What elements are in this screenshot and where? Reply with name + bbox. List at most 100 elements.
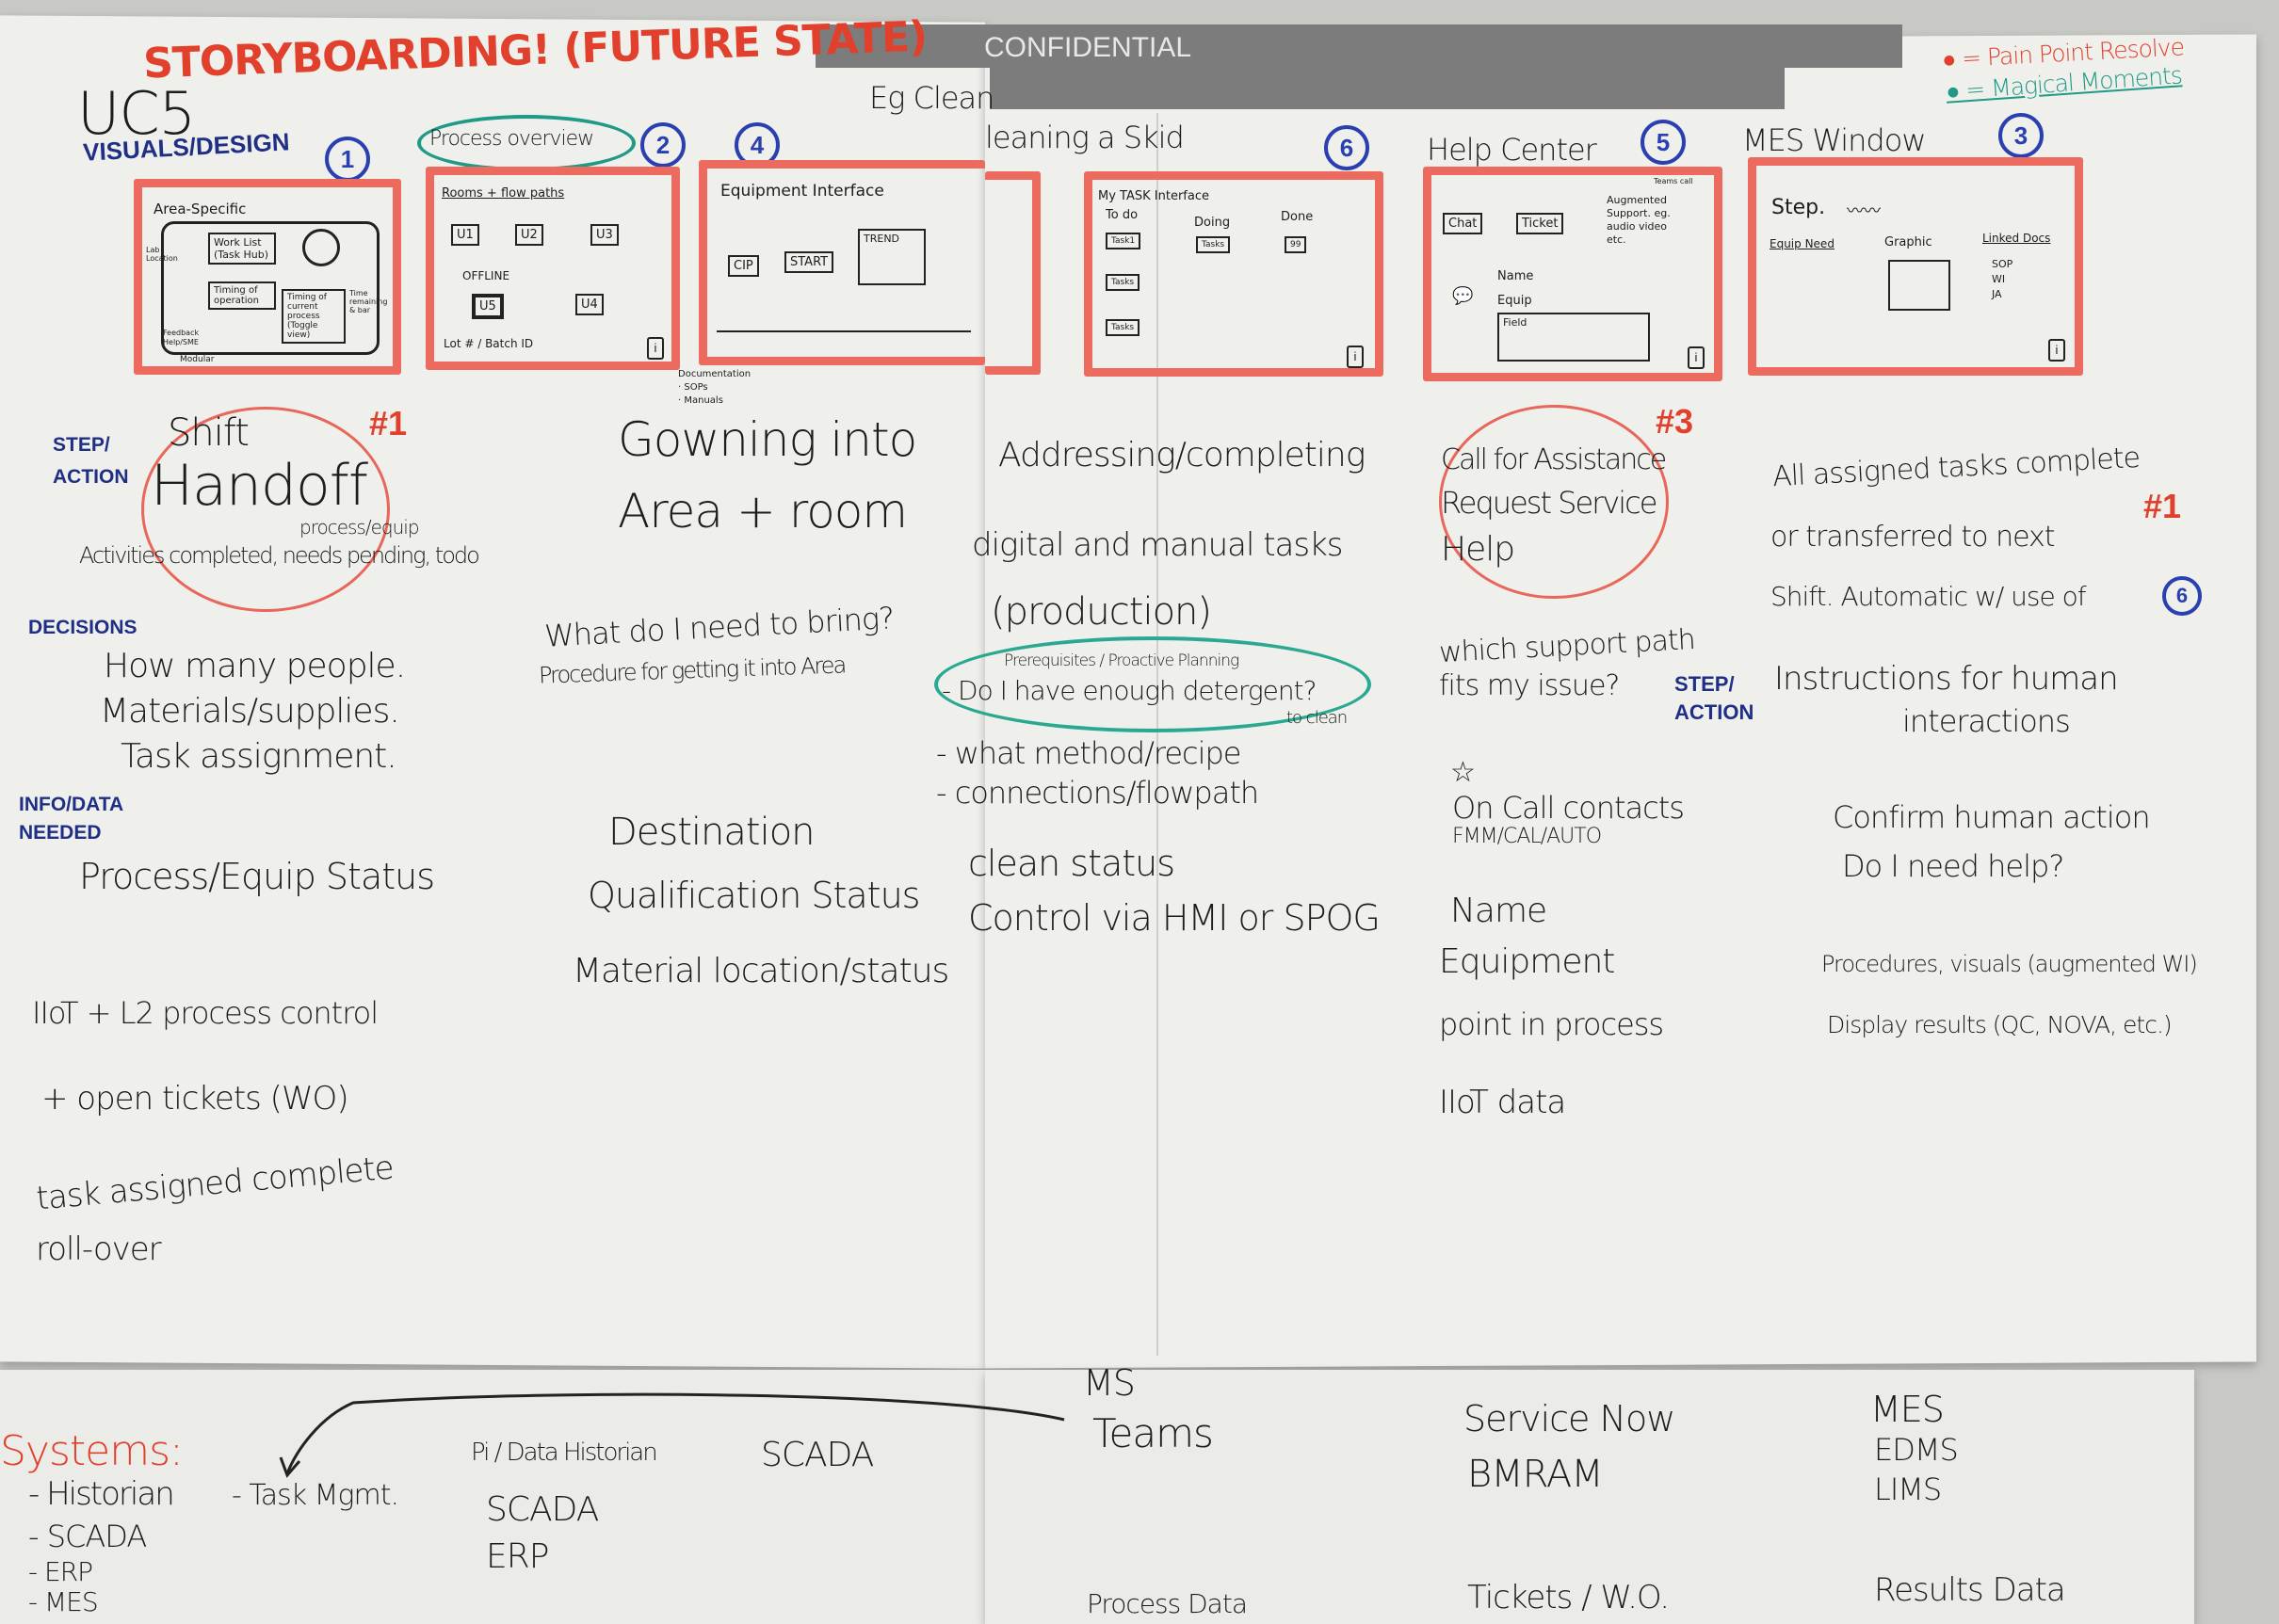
graphic-placeholder xyxy=(1888,260,1950,311)
frame-label: Doing xyxy=(1194,216,1231,230)
info-item: Process/Equip Status xyxy=(79,856,435,897)
frame-label: Teams call xyxy=(1654,177,1693,185)
frame-label: JA xyxy=(1992,288,2002,300)
system-item: SCADA xyxy=(761,1436,874,1474)
info-icon[interactable]: i xyxy=(2048,339,2065,362)
frame-label: Timing of current process (Toggle view) xyxy=(282,289,346,344)
priority-badge: #1 xyxy=(2143,487,2182,525)
system-item: MES xyxy=(1870,1389,1945,1430)
frame-label: Rooms + flow paths xyxy=(442,186,565,201)
frame-label: Name xyxy=(1497,269,1534,283)
decision-note: Prerequisites / Proactive Planning xyxy=(1004,651,1239,670)
step-item: digital and manual tasks xyxy=(972,526,1343,564)
frame-label: Step. xyxy=(1771,196,1826,219)
lower-right-sheet xyxy=(985,1370,2194,1624)
info-icon[interactable]: i xyxy=(1688,346,1705,369)
system-item: ERP xyxy=(486,1537,549,1576)
step-item: (production) xyxy=(991,590,1212,634)
info-icon[interactable]: i xyxy=(1347,346,1364,368)
storyboard-frame-partial xyxy=(985,171,1041,375)
doc-note: Documentation xyxy=(678,369,752,379)
info-item: Equipment xyxy=(1439,942,1615,981)
star-icon: ☆ xyxy=(1450,757,1476,788)
info-item: On Call contacts xyxy=(1452,790,1685,826)
system-item: LIMS xyxy=(1874,1471,1942,1507)
system-item: Results Data xyxy=(1874,1571,2066,1609)
frame-label: Equip xyxy=(1497,294,1532,308)
storyboard-frame-6: My TASK Interface To do Doing Done Task1… xyxy=(1084,171,1383,377)
system-item: MS xyxy=(1083,1362,1136,1404)
frame-label: Feedback xyxy=(163,329,200,337)
unit-box: U2 xyxy=(515,224,543,246)
squiggle: 〰〰 xyxy=(1847,201,1881,221)
frame-label: My TASK Interface xyxy=(1098,189,1209,203)
frame-label: Linked Docs xyxy=(1982,232,2051,245)
row-label-step-action: STEP/ ACTION xyxy=(53,434,129,488)
system-item: SCADA xyxy=(486,1490,599,1529)
frame-label: Done xyxy=(1281,210,1314,224)
frame-label: Work List (Task Hub) xyxy=(208,233,276,265)
extra-item: IIoT + L2 process control xyxy=(32,995,379,1031)
decision-item: - what method/recipe xyxy=(936,735,1241,771)
frame-label: SOP xyxy=(1992,258,2013,270)
step-handoff: Handoff xyxy=(151,453,368,519)
info-item: Do I need help? xyxy=(1842,848,2064,884)
info-item: Destination xyxy=(608,811,816,854)
example-label-cont: leaning a Skid xyxy=(985,120,1185,155)
system-item: - MES xyxy=(28,1586,99,1617)
info-item: Qualification Status xyxy=(588,875,920,916)
step-item: Addressing/completing xyxy=(998,436,1366,474)
info-item: point in process xyxy=(1439,1006,1664,1042)
decision-item: - Do I have enough detergent? xyxy=(942,675,1317,706)
info-icon[interactable]: i xyxy=(647,337,664,360)
chat-bubble-icon: 💬 xyxy=(1452,286,1474,306)
systems-title: Systems: xyxy=(0,1427,184,1475)
frame-number-2: 2 xyxy=(640,122,686,168)
ticket-box: Ticket xyxy=(1516,213,1564,234)
row-label-step-action-2: STEP/ ACTION xyxy=(1674,672,1754,724)
cip-button: CIP xyxy=(728,255,759,277)
system-item: Teams xyxy=(1092,1410,1214,1456)
decision-item: interactions xyxy=(1902,703,2071,739)
storyboard-frame-5: Chat Ticket Teams call Augmented Support… xyxy=(1423,167,1722,381)
step-item: Help xyxy=(1441,530,1515,569)
step-detail: Activities completed, needs pending, tod… xyxy=(79,542,480,569)
sheet-fold xyxy=(1156,113,1158,1356)
start-button: START xyxy=(784,251,834,273)
frame-label: Modular xyxy=(180,355,215,364)
system-item: Pi / Data Historian xyxy=(471,1439,658,1467)
frame-label: Equip Need xyxy=(1770,237,1835,250)
decision-item: - connections/flowpath xyxy=(936,775,1259,811)
frame-label: To do xyxy=(1106,208,1139,222)
system-item: EDMS xyxy=(1874,1432,1959,1468)
frame-label: OFFLINE xyxy=(462,269,510,282)
step-shift: Shift xyxy=(168,411,250,455)
row-label-info-needed: INFO/DATA NEEDED xyxy=(19,794,123,844)
storyboard-frame-4: Equipment Interface CIP START TREND xyxy=(699,160,985,365)
unit-box: U1 xyxy=(451,224,479,246)
decision-item: How many people. xyxy=(104,647,406,685)
task-card: Tasks xyxy=(1106,319,1140,336)
task-card: Tasks xyxy=(1106,274,1140,291)
storyboard-frame-2: Rooms + flow paths U1 U2 U3 U4 U5 OFFLIN… xyxy=(426,167,680,370)
pipe-line xyxy=(717,330,971,332)
system-item: - ERP xyxy=(28,1556,93,1587)
redaction-bar xyxy=(816,24,1902,68)
priority-badge: #3 xyxy=(1656,402,1694,441)
use-case-label: UC5 xyxy=(77,79,196,148)
doc-note: · SOPs xyxy=(678,382,708,393)
step-item: Shift. Automatic w/ use of xyxy=(1770,581,2087,612)
frame-reference-6: 6 xyxy=(2162,576,2202,616)
field-box: Field xyxy=(1497,313,1650,362)
info-item: Confirm human action xyxy=(1833,799,2151,835)
priority-badge: #1 xyxy=(369,404,408,442)
unit-box: U3 xyxy=(590,224,619,246)
system-item: Process Data xyxy=(1087,1588,1248,1619)
frame-label: Area-Specific xyxy=(154,201,247,217)
info-item: Material location/status xyxy=(573,952,949,990)
frame-label: Graphic xyxy=(1884,235,1932,249)
step-item: or transferred to next xyxy=(1770,521,2056,554)
decision-item: Materials/supplies. xyxy=(100,692,400,731)
frame-number-3: 3 xyxy=(1998,113,2044,158)
